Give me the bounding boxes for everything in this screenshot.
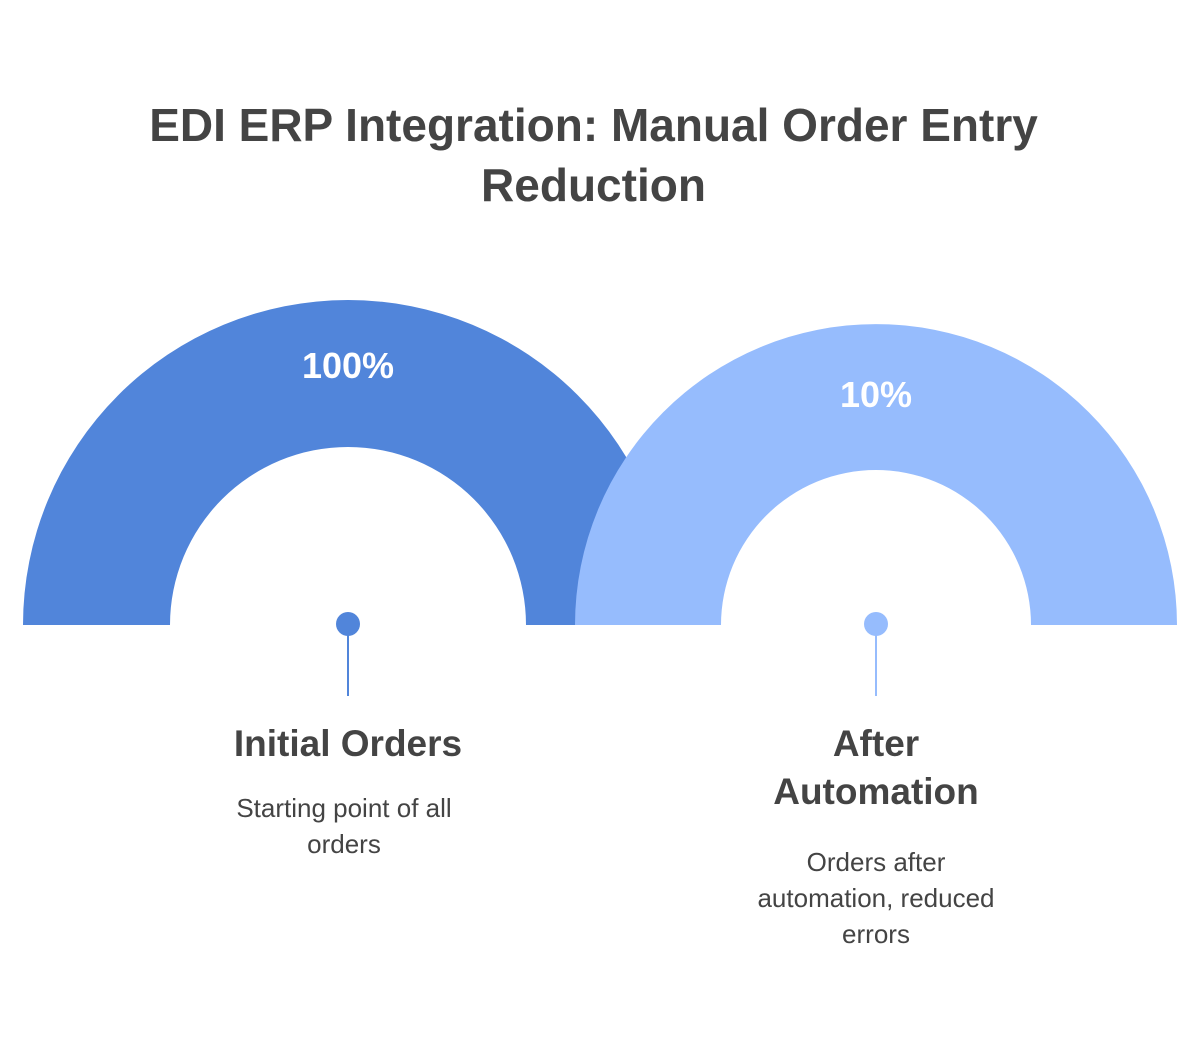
arch-initial-orders [23, 300, 673, 625]
heading-after-line-2: Automation [773, 771, 979, 812]
value-label-after: 10% [839, 374, 913, 415]
stage-description-after: Orders after automation, reduced errors [716, 844, 1036, 952]
arch-after-automation [575, 324, 1177, 625]
stage-heading-after: After Automation [716, 720, 1036, 816]
heading-after-line-1: After [832, 723, 920, 764]
description-after-line-3: errors [842, 919, 910, 949]
title-line-2: Reduction [481, 159, 706, 211]
marker-dot-after [864, 612, 888, 636]
marker-dot-initial [336, 612, 360, 636]
description-after-line-2: automation, reduced [757, 883, 995, 913]
stage-heading-initial: Initial Orders [233, 723, 463, 764]
diagram-title: EDI ERP Integration: Manual Order Entry … [0, 95, 1187, 215]
value-label-initial: 100% [301, 345, 395, 386]
stage-description-initial: Starting point of all orders [236, 793, 452, 859]
title-line-1: EDI ERP Integration: Manual Order Entry [149, 99, 1038, 151]
description-after-line-1: Orders after [806, 847, 946, 877]
